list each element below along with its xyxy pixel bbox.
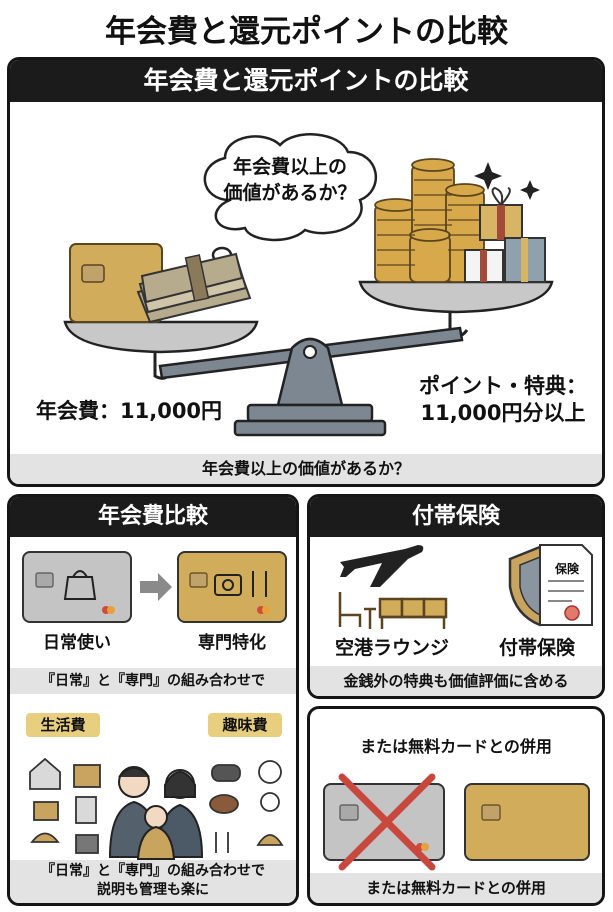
balance-scale-illustration bbox=[63, 158, 554, 437]
specialized-card-label: 専門特化 bbox=[198, 633, 266, 653]
insurance-panel-header: 付帯保険 bbox=[310, 497, 602, 537]
free-card-caption: または無料カードとの併用 bbox=[310, 873, 602, 903]
airplane-icon bbox=[340, 545, 424, 587]
free-card-panel: または無料カードとの併用 または無料カードとの併用 bbox=[307, 706, 605, 906]
free-card-title: または無料カードとの併用 bbox=[360, 737, 552, 756]
everyday-card-label: 日常使い bbox=[43, 633, 111, 653]
comparison-panel-header: 年会費と還元ポイントの比較 bbox=[10, 60, 602, 102]
insurance-label: 付帯保険 bbox=[498, 637, 575, 659]
insurance-panel: 付帯保険 保険 空港ラウンジ 付帯保険 金銭外の特典も価値評価に含める bbox=[307, 494, 605, 699]
fee-comparison-panel: 年会費比較 bbox=[7, 494, 299, 906]
comparison-panel: 年会費と還元ポイントの比較 年会費以上の 価値があるか？ bbox=[7, 57, 605, 487]
hobby-expense-tag: 趣味費 bbox=[208, 713, 282, 737]
insurance-illustration bbox=[338, 544, 593, 629]
living-expense-tag: 生活費 bbox=[26, 713, 100, 737]
annual-fee-label: 年会費：11,000円 bbox=[36, 399, 223, 423]
fee-panel-bottom-caption: 『日常』と『専門』の組み合わせで 説明も管理も楽に bbox=[10, 860, 296, 903]
document-title: 保険 bbox=[554, 562, 579, 576]
card-comparison-illustration bbox=[22, 551, 287, 860]
thought-text-line1: 年会費以上の bbox=[232, 156, 347, 178]
document-icon bbox=[539, 544, 593, 626]
thought-text-line2: 価値があるか？ bbox=[223, 182, 357, 204]
free-card-illustration bbox=[323, 773, 590, 871]
comparison-caption: 年会費以上の価値があるか？ bbox=[10, 454, 602, 484]
airport-lounge-label: 空港ラウンジ bbox=[334, 637, 449, 659]
cross-icon bbox=[338, 773, 436, 871]
fee-panel-caption: 『日常』と『専門』の組み合わせで bbox=[10, 668, 296, 694]
page-title: 年会費と還元ポイントの比較 bbox=[105, 14, 508, 50]
bottom-caption-line1: 『日常』と『専門』の組み合わせで bbox=[41, 863, 265, 879]
fee-panel-header: 年会費比較 bbox=[10, 497, 296, 537]
insurance-caption: 金銭外の特典も価値評価に含める bbox=[310, 666, 602, 696]
points-label-line2: 11,000円分以上 bbox=[420, 401, 586, 425]
points-label-line1: ポイント・特典： bbox=[419, 374, 587, 398]
bottom-caption-line2: 説明も管理も楽に bbox=[97, 882, 209, 898]
